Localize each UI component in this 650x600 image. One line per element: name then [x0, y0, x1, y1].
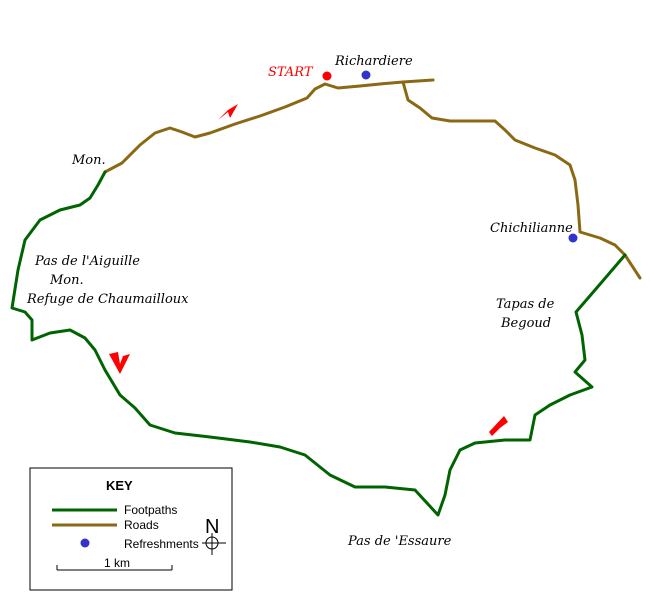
scale-bar — [56, 565, 173, 571]
start-marker — [322, 71, 332, 81]
compass-icon — [202, 533, 226, 555]
compass-north-label: N — [205, 516, 219, 538]
place-label-chichilianne: Chichilianne — [490, 221, 573, 236]
place-label-tapas-line1: Tapas de — [496, 297, 555, 312]
place-label-pas-de-l-aiguille: Pas de l'Aiguille — [34, 254, 140, 269]
place-label-refuge: Refuge de Chaumailloux — [26, 292, 189, 307]
place-label-pas-de-essaure: Pas de 'Essaure — [347, 534, 452, 549]
direction-arrow-south — [109, 352, 130, 374]
scale-label: 1 km — [104, 556, 130, 570]
direction-arrow-northeast — [489, 416, 508, 436]
key-refreshments-label: Refreshments — [124, 537, 199, 551]
road-east — [401, 80, 642, 280]
place-label-mon-north: Mon. — [71, 153, 106, 168]
map-key: KEY Footpaths Roads Refreshments 1 km N — [29, 467, 233, 591]
footpath-main-loop — [10, 170, 627, 517]
place-label-mon-west: Mon. — [49, 273, 84, 288]
key-roads-label: Roads — [124, 518, 159, 532]
key-title: KEY — [106, 478, 133, 493]
road-north — [103, 78, 435, 174]
key-refreshment-swatch — [80, 538, 90, 548]
key-footpaths-label: Footpaths — [124, 503, 177, 517]
direction-arrow-west — [218, 104, 238, 120]
refreshment-marker-chichilianne — [568, 233, 578, 243]
refreshment-marker-richardiere — [361, 70, 371, 80]
place-label-tapas-line2: Begoud — [500, 316, 551, 331]
place-label-richardiere: Richardiere — [334, 54, 413, 69]
start-label: START — [268, 65, 314, 80]
